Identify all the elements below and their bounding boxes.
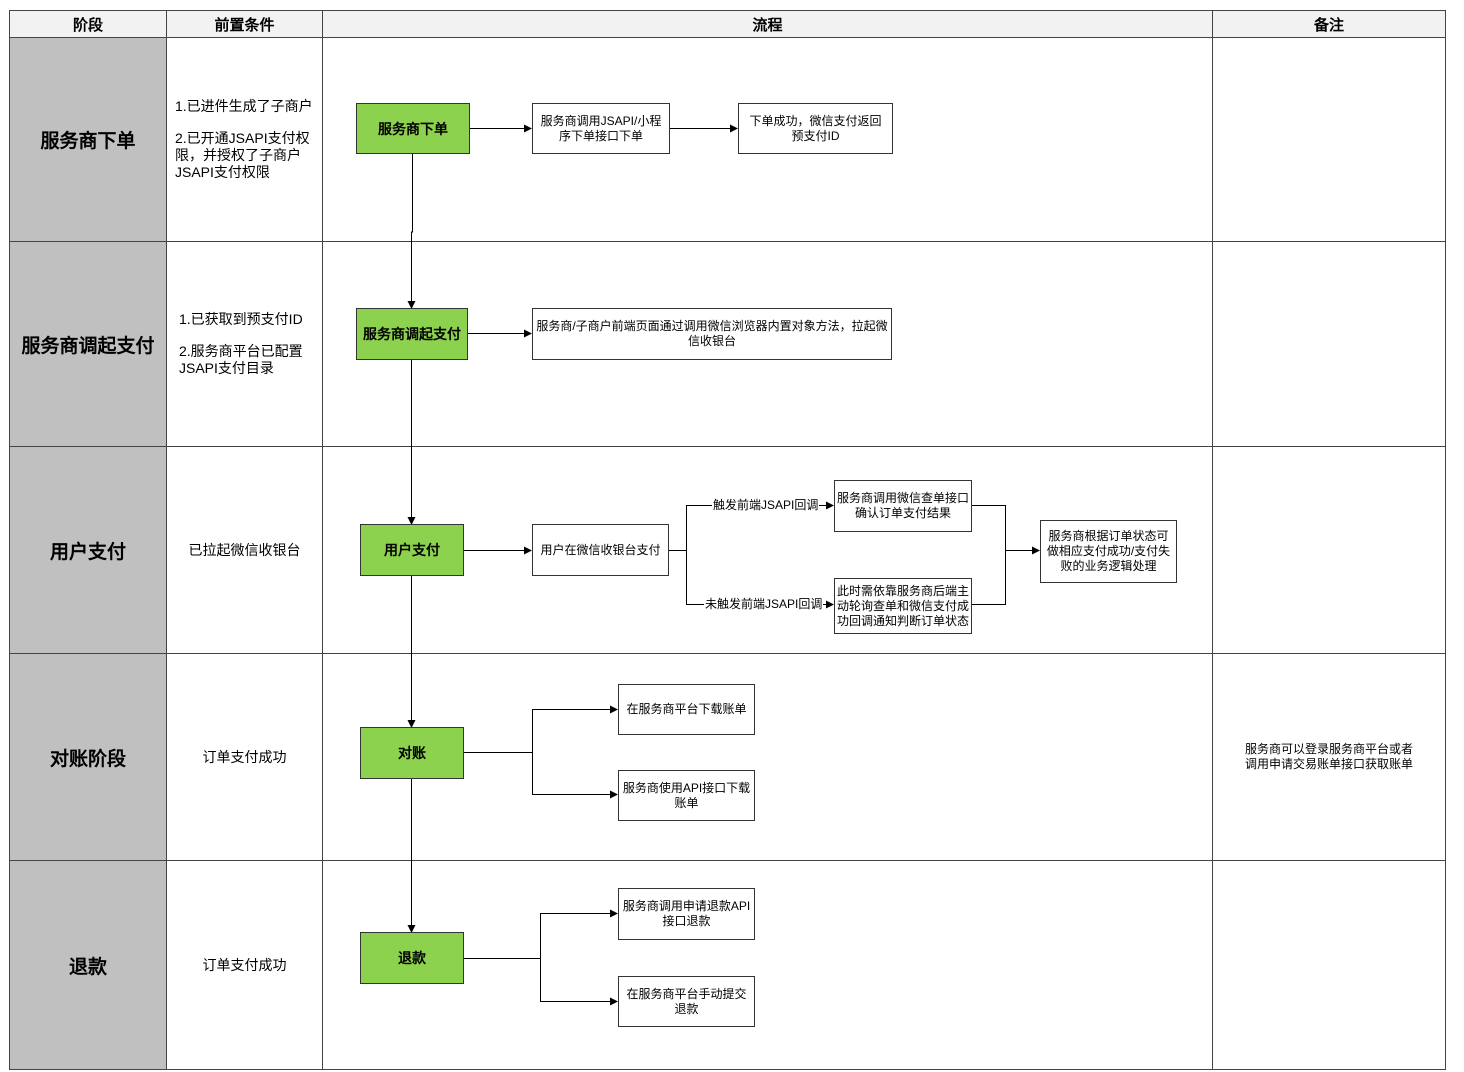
- edge-reconcile-opt1: [532, 705, 618, 753]
- precondition-cell-invoke: 1.已获取到预支付ID 2.服务商平台已配置JSAPI支付目录: [167, 242, 322, 446]
- node-pay-step1: 用户在微信收银台支付: [532, 524, 669, 576]
- stage-cell-refund: 退款: [10, 861, 166, 1069]
- precondition-cell-order: 1.已进件生成了子商户 2.已开通JSAPI支付权限，并授权了子商户JSAPI支…: [167, 38, 322, 241]
- edge-pay-branch-yes: [669, 501, 834, 551]
- edge-refund-opt2: [540, 958, 618, 1006]
- node-pay-branch-yes: 服务商调用微信查单接口确认订单支付结果: [834, 480, 972, 532]
- node-order-step2: 下单成功，微信支付返回预支付ID: [738, 103, 893, 154]
- header-remark: 备注: [1213, 11, 1445, 37]
- edge-label-branch-yes: 触发前端JSAPI回调: [712, 498, 820, 512]
- edge-order-to-invoke: [407, 154, 416, 309]
- node-order-step1: 服务商调用JSAPI/小程序下单接口下单: [532, 103, 670, 154]
- node-reconcile-opt1: 在服务商平台下载账单: [618, 684, 755, 735]
- edge-branch-no-to-result: [971, 546, 1040, 605]
- precondition-text: 订单支付成功: [202, 748, 287, 765]
- edge-label-branch-no: 未触发前端JSAPI回调: [704, 597, 824, 611]
- node-pay-branch-no: 此时需依靠服务商后端主动轮询查单和微信支付成功回调通知判断订单状态: [834, 578, 972, 634]
- header-precondition: 前置条件: [167, 11, 322, 37]
- precondition-cell-reconcile: 订单支付成功: [167, 654, 322, 860]
- node-refund: 退款: [360, 932, 464, 984]
- node-refund-opt2: 在服务商平台手动提交退款: [618, 976, 755, 1027]
- node-pay: 用户支付: [360, 524, 464, 576]
- node-invoke-step1: 服务商/子商户前端页面通过调用微信浏览器内置对象方法，拉起微信收银台: [532, 308, 892, 360]
- node-order: 服务商下单: [356, 103, 470, 154]
- stage-cell-pay: 用户支付: [10, 447, 166, 653]
- node-refund-opt1: 服务商调用申请退款API接口退款: [618, 888, 755, 940]
- node-reconcile: 对账: [360, 727, 464, 779]
- precondition-cell-refund: 订单支付成功: [167, 861, 322, 1069]
- edge-branch-yes-to-result: [971, 505, 1006, 551]
- precondition-text: 已拉起微信收银台: [188, 541, 301, 558]
- precondition-cell-pay: 已拉起微信收银台: [167, 447, 322, 653]
- precondition-text: 2.已开通JSAPI支付权限，并授权了子商户JSAPI支付权限: [175, 130, 310, 180]
- precondition-text: 订单支付成功: [202, 956, 287, 973]
- edge-reconcile-opt2: [532, 752, 618, 799]
- remark-cell-reconcile: 服务商可以登录服务商平台或者调用申请交易账单接口获取账单: [1244, 742, 1413, 771]
- header-stage: 阶段: [10, 11, 166, 37]
- stage-cell-invoke: 服务商调起支付: [10, 242, 166, 446]
- node-reconcile-opt2: 服务商使用API接口下载账单: [618, 770, 755, 821]
- precondition-text: 1.已获取到预支付ID: [179, 311, 303, 327]
- precondition-text: 2.服务商平台已配置JSAPI支付目录: [179, 343, 303, 376]
- stage-cell-order: 服务商下单: [10, 38, 166, 241]
- precondition-text: 1.已进件生成了子商户: [175, 98, 313, 114]
- header-flow: 流程: [323, 11, 1212, 37]
- stage-cell-reconcile: 对账阶段: [10, 654, 166, 860]
- edge-refund-opt1: [540, 909, 618, 959]
- node-invoke: 服务商调起支付: [356, 308, 468, 360]
- node-pay-result: 服务商根据订单状态可做相应支付成功/支付失败的业务逻辑处理: [1040, 520, 1177, 583]
